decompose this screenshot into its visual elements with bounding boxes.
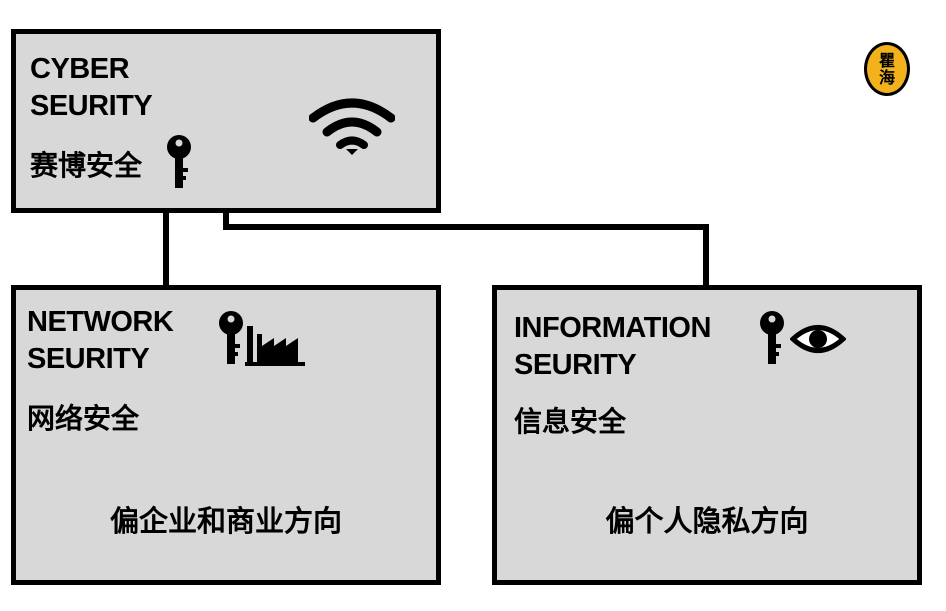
factory-icon: [245, 326, 305, 366]
eye-icon: [790, 325, 846, 353]
key-icon: [760, 311, 784, 364]
logo-char-1: 瞿: [878, 51, 895, 70]
information-title-cn: 信息安全: [514, 406, 627, 437]
information-description: 偏个人隐私方向: [605, 506, 809, 538]
information-title-line2: SEURITY: [514, 349, 637, 381]
logo-badge: 瞿 海: [864, 42, 910, 96]
key-icon: [167, 135, 191, 188]
information-security-box: INFORMATION SEURITY 信息安全 偏个人隐私方向: [492, 285, 922, 585]
network-title-line1: NETWORK: [27, 306, 174, 338]
information-title-line1: INFORMATION: [514, 312, 711, 344]
cyber-title-cn: 赛博安全: [30, 150, 143, 181]
key-icon: [219, 311, 243, 364]
cyber-title-line1: CYBER: [30, 53, 130, 85]
cyber-title-line2: SEURITY: [30, 90, 153, 122]
logo-char-2: 海: [878, 68, 895, 87]
network-title-line2: SEURITY: [27, 343, 150, 375]
network-description: 偏企业和商业方向: [109, 506, 342, 538]
network-title-cn: 网络安全: [27, 403, 140, 434]
cyber-security-box: CYBER SEURITY 赛博安全: [11, 29, 441, 213]
network-security-box: NETWORK SEURITY 网络安全 偏企业和商业方向: [11, 285, 441, 585]
wifi-icon: [309, 98, 395, 155]
